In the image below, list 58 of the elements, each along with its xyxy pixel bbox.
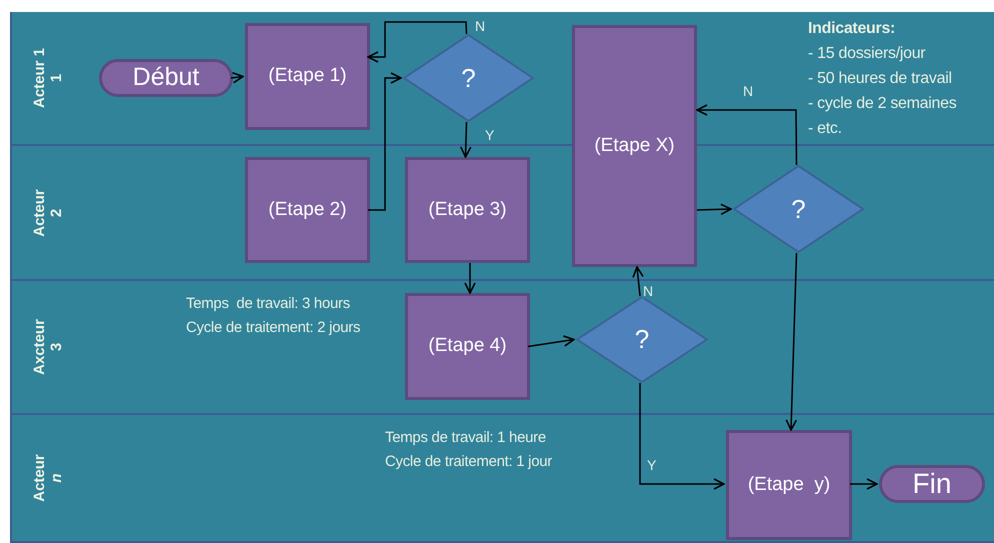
metric-note: Temps de travail: 1 heure bbox=[385, 428, 547, 448]
arrow bbox=[460, 122, 472, 158]
lane-label: n bbox=[48, 473, 66, 483]
process-box bbox=[245, 23, 370, 130]
lane-label: Acteur bbox=[30, 454, 48, 502]
edge-label: Y bbox=[646, 458, 658, 472]
lane-label: Acteur bbox=[30, 188, 48, 236]
edge-label: N bbox=[642, 284, 654, 298]
process-box bbox=[405, 293, 530, 400]
step-label: (Etape 1) bbox=[268, 64, 347, 88]
indicator-item: - etc. bbox=[808, 119, 843, 139]
lane-label: 1 bbox=[48, 74, 66, 82]
edge-label: N bbox=[742, 84, 754, 98]
decision-label: ? bbox=[791, 192, 806, 226]
arrow bbox=[850, 478, 878, 490]
arrow bbox=[528, 335, 575, 348]
arrow bbox=[786, 252, 798, 431]
edge-label: N bbox=[474, 19, 486, 33]
edge-label: Y bbox=[484, 128, 496, 142]
process-box bbox=[726, 430, 852, 540]
arrow bbox=[696, 204, 732, 216]
arrow bbox=[367, 21, 468, 63]
arrow bbox=[230, 72, 244, 84]
process-box bbox=[405, 157, 530, 263]
decision-diamond bbox=[576, 296, 708, 383]
step-label: (Etape 3) bbox=[428, 198, 507, 222]
terminal-pill bbox=[879, 465, 985, 503]
step-label: (Etape 4) bbox=[428, 334, 507, 358]
step-label: (Etape y) bbox=[748, 472, 830, 497]
terminal-label: Début bbox=[132, 62, 200, 94]
arrow bbox=[696, 104, 798, 165]
decision-label: ? bbox=[634, 323, 650, 356]
arrow bbox=[464, 263, 476, 294]
terminal-pill bbox=[99, 59, 233, 97]
lane-label: Acteur 1 bbox=[30, 48, 48, 108]
decision-diamond bbox=[403, 34, 534, 122]
decision-label: ? bbox=[461, 62, 476, 94]
arrow bbox=[632, 266, 644, 296]
process-box bbox=[572, 25, 697, 267]
metric-note: Temps de travail: 3 hours bbox=[186, 294, 351, 314]
terminal-label: Fin bbox=[912, 467, 952, 501]
lane-label: Axcteur bbox=[30, 319, 48, 375]
indicators-heading: Indicateurs: bbox=[808, 19, 896, 39]
lane-label: 2 bbox=[48, 208, 66, 217]
lane-label: 3 bbox=[48, 342, 66, 352]
step-label: (Etape 2) bbox=[268, 198, 347, 222]
metric-note: Cycle de traitement: 2 jours bbox=[186, 318, 360, 338]
indicator-item: - cycle de 2 semaines bbox=[808, 94, 956, 114]
indicator-item: - 50 heures de travail bbox=[808, 69, 953, 89]
arrow bbox=[368, 72, 402, 211]
swimlane bbox=[10, 415, 994, 543]
indicator-item: - 15 dossiers/jour bbox=[808, 44, 926, 64]
step-label: (Etape X) bbox=[594, 134, 675, 158]
arrow bbox=[639, 383, 725, 490]
metric-note: Cycle de traitement: 1 jour bbox=[385, 452, 552, 472]
decision-diamond bbox=[733, 165, 864, 253]
process-box bbox=[245, 157, 370, 263]
swimlane bbox=[10, 281, 994, 415]
